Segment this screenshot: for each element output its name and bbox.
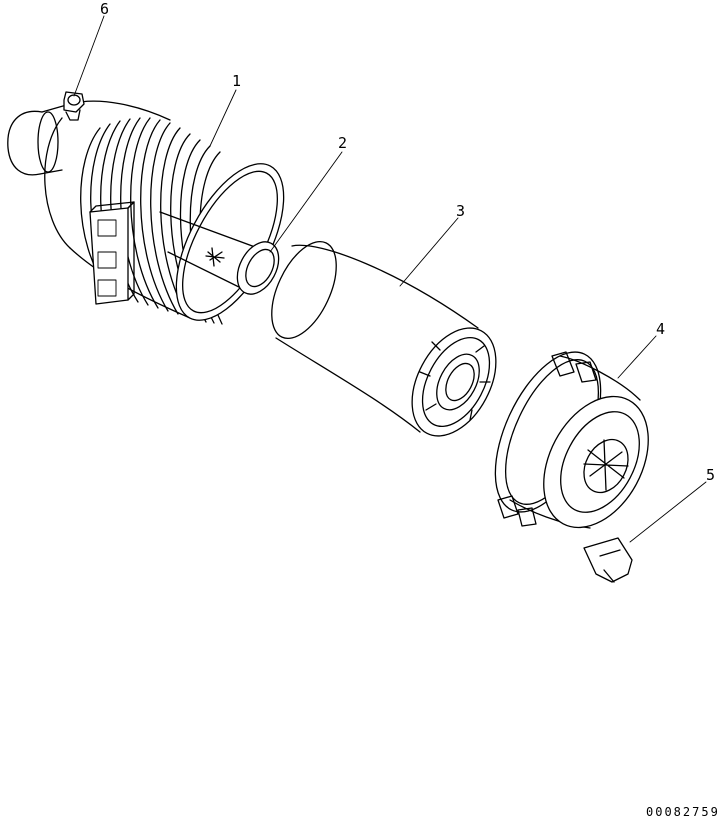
leader-5 (629, 481, 707, 543)
part-2-inner-element (236, 241, 280, 295)
part-4-cover (494, 351, 649, 529)
callout-3: 3 (456, 202, 465, 220)
part-6-dust-indicator (63, 91, 85, 121)
part-1-air-cleaner-body (7, 100, 285, 325)
callout-6: 6 (100, 0, 109, 18)
leader-4 (617, 335, 657, 379)
leader-3 (399, 217, 459, 287)
leader-1 (209, 89, 237, 147)
callout-5: 5 (706, 466, 715, 484)
part-3-outer-element (271, 240, 497, 437)
callout-4: 4 (656, 320, 665, 338)
part-5-evacuator-valve (583, 537, 633, 583)
leader-6 (73, 15, 105, 97)
leader-lines (73, 15, 707, 543)
drawing-number: 00082759 (646, 805, 720, 819)
callout-1: 1 (232, 72, 241, 90)
callout-2: 2 (338, 134, 347, 152)
leader-2 (269, 151, 343, 253)
